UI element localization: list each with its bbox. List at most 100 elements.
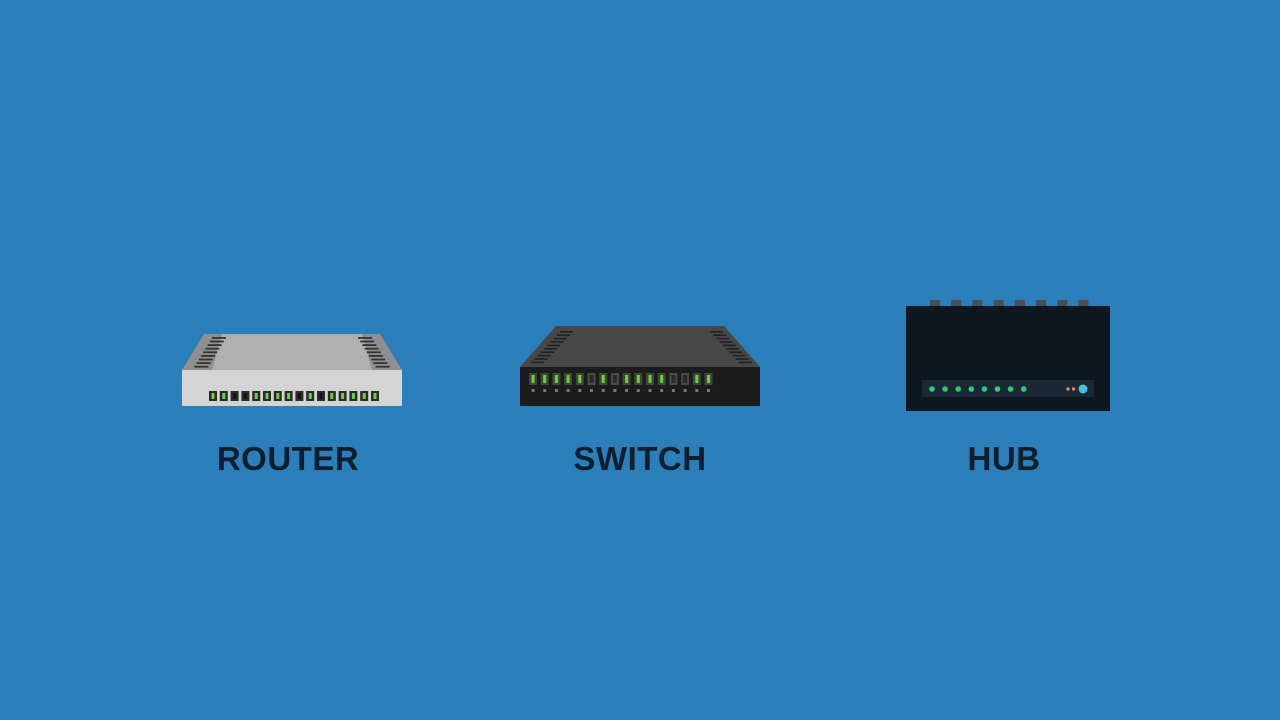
switch-label: SWITCH [573, 440, 707, 477]
port-light [287, 393, 291, 399]
vent-right [371, 358, 386, 361]
vent-left [550, 341, 564, 343]
vent-right [710, 331, 723, 333]
vent-right [729, 351, 743, 353]
vent-right [722, 344, 736, 347]
switch-front [520, 367, 760, 406]
vent-left [196, 362, 211, 364]
vent-left [534, 358, 548, 360]
antenna-port [1036, 300, 1046, 306]
port-light [683, 375, 688, 383]
port-light [222, 393, 226, 399]
status-dot [660, 389, 664, 392]
vent-left [212, 337, 226, 339]
switch-top [520, 326, 760, 367]
antenna-port [1057, 300, 1068, 306]
status-dot [531, 389, 535, 392]
router-device [182, 332, 402, 407]
router-top [212, 334, 372, 370]
port-light [351, 393, 355, 399]
port-light [254, 393, 258, 399]
port-light [543, 375, 547, 383]
led-green [929, 386, 935, 392]
port-light [233, 393, 237, 399]
vent-right [358, 337, 372, 339]
led-green [994, 386, 1001, 392]
port-light [554, 375, 558, 383]
switch-device [520, 325, 760, 407]
power-led [1078, 384, 1088, 394]
port-light [297, 393, 301, 399]
led-orange [1071, 387, 1076, 391]
port-light [319, 393, 323, 399]
led-green [981, 386, 988, 392]
port-light [211, 393, 215, 399]
port-light [531, 375, 535, 383]
vent-right [732, 354, 746, 357]
status-dot [613, 389, 617, 392]
status-dot [671, 389, 675, 392]
vent-left [201, 355, 215, 357]
status-dot [625, 389, 629, 392]
vent-right [719, 341, 733, 343]
vent-right [369, 355, 383, 357]
port-light [625, 375, 629, 383]
status-dot [601, 389, 605, 392]
port-light [707, 375, 710, 383]
vent-right [373, 362, 388, 364]
port-light [695, 375, 699, 383]
port-light [660, 375, 664, 383]
vent-left [205, 347, 220, 350]
port-light [578, 375, 582, 383]
antenna-port [930, 300, 940, 306]
hub-label: HUB [967, 440, 1041, 477]
vent-left [544, 348, 557, 350]
vent-left [556, 334, 570, 336]
led-orange [1066, 387, 1070, 391]
port-light [636, 375, 640, 383]
port-light [362, 393, 366, 399]
antenna-port [972, 300, 983, 306]
antenna-port [1014, 300, 1025, 306]
vent-right [735, 358, 749, 360]
vent-right [738, 361, 752, 364]
led-green [968, 386, 975, 392]
vent-right [726, 348, 739, 350]
status-dot [636, 389, 640, 392]
vent-right [375, 365, 390, 368]
led-green [1007, 386, 1014, 392]
port-light [243, 393, 247, 399]
port-light [671, 375, 676, 383]
port-light [601, 375, 605, 383]
status-dot [566, 389, 570, 392]
status-dot [695, 389, 699, 392]
port-light [566, 375, 570, 383]
vent-left [553, 337, 567, 340]
port-light [612, 375, 617, 383]
vent-left [537, 354, 551, 357]
vent-right [364, 347, 379, 350]
port-light [276, 393, 280, 399]
port-light [308, 393, 312, 399]
vent-left [531, 361, 545, 364]
status-dot [554, 389, 558, 392]
led-green [955, 386, 961, 392]
vent-left [198, 358, 213, 361]
port-light [648, 375, 652, 383]
port-light [341, 393, 345, 399]
vent-left [209, 340, 224, 343]
port-light [265, 393, 269, 399]
vent-left [203, 351, 218, 354]
port-light [330, 393, 334, 399]
antenna-port [993, 300, 1004, 306]
status-dot [683, 389, 687, 392]
port-light [589, 375, 594, 383]
vent-right [716, 337, 730, 340]
antenna-port [1078, 300, 1089, 306]
vent-right [362, 344, 377, 346]
vent-right [713, 334, 727, 336]
vent-left [560, 331, 573, 333]
port-light [373, 393, 377, 399]
hub-device [905, 300, 1111, 412]
router-label: ROUTER [216, 440, 360, 477]
